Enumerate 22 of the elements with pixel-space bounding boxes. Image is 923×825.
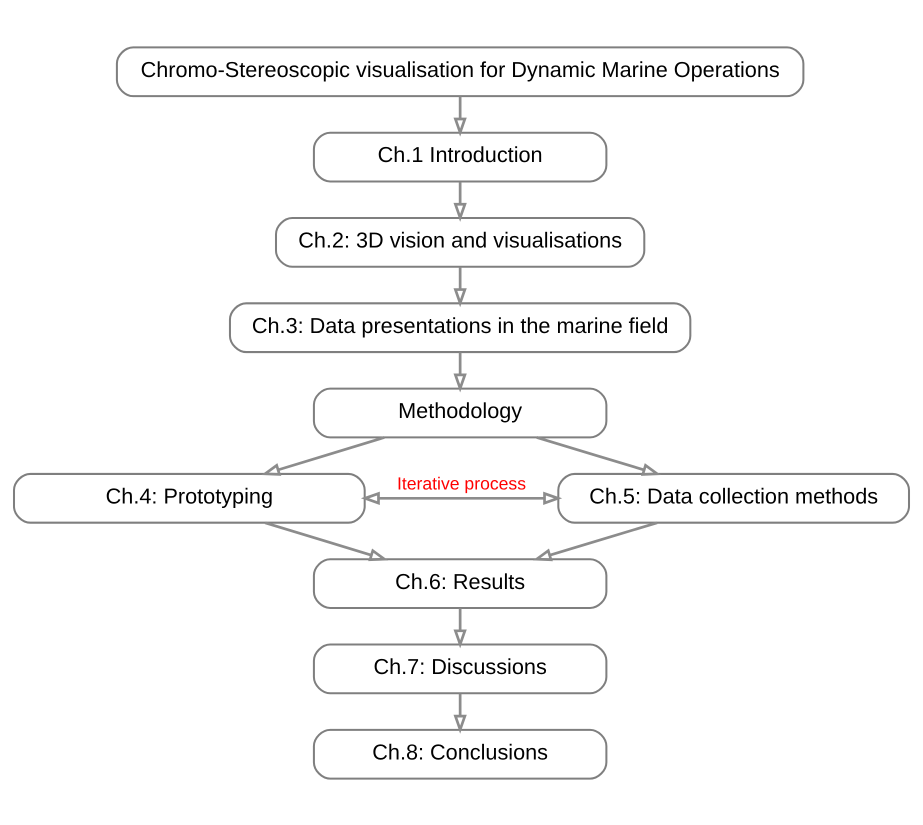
edge-label: Iterative process [396,472,526,493]
arrow [264,520,388,561]
arrow [360,491,562,504]
node-box: Ch.8: Conclusions [312,728,608,780]
arrow [454,181,467,222]
arrow [454,608,467,648]
arrow [454,96,467,136]
node-box: Ch.5: Data collection methods [557,472,910,524]
node-box: Chromo-Stereoscopic visualisation for Dynamic Marine Operations [116,46,804,97]
arrow [536,436,662,476]
node-box: Ch.3: Data presentations in the marine field [228,302,692,353]
node-box: Methodology [312,387,608,438]
arrow [261,436,385,476]
arrow [454,352,467,392]
node-box: Ch.6: Results [312,558,608,608]
arrow [532,520,658,561]
node-box: Ch.7: Discussions [312,643,608,694]
node-box: Ch.1 Introduction [312,131,608,182]
arrow [454,693,467,734]
node-box: Ch.2: 3D vision and visualisations [274,216,646,268]
arrow [454,266,467,307]
node-box: Ch.4: Prototyping [12,472,366,524]
